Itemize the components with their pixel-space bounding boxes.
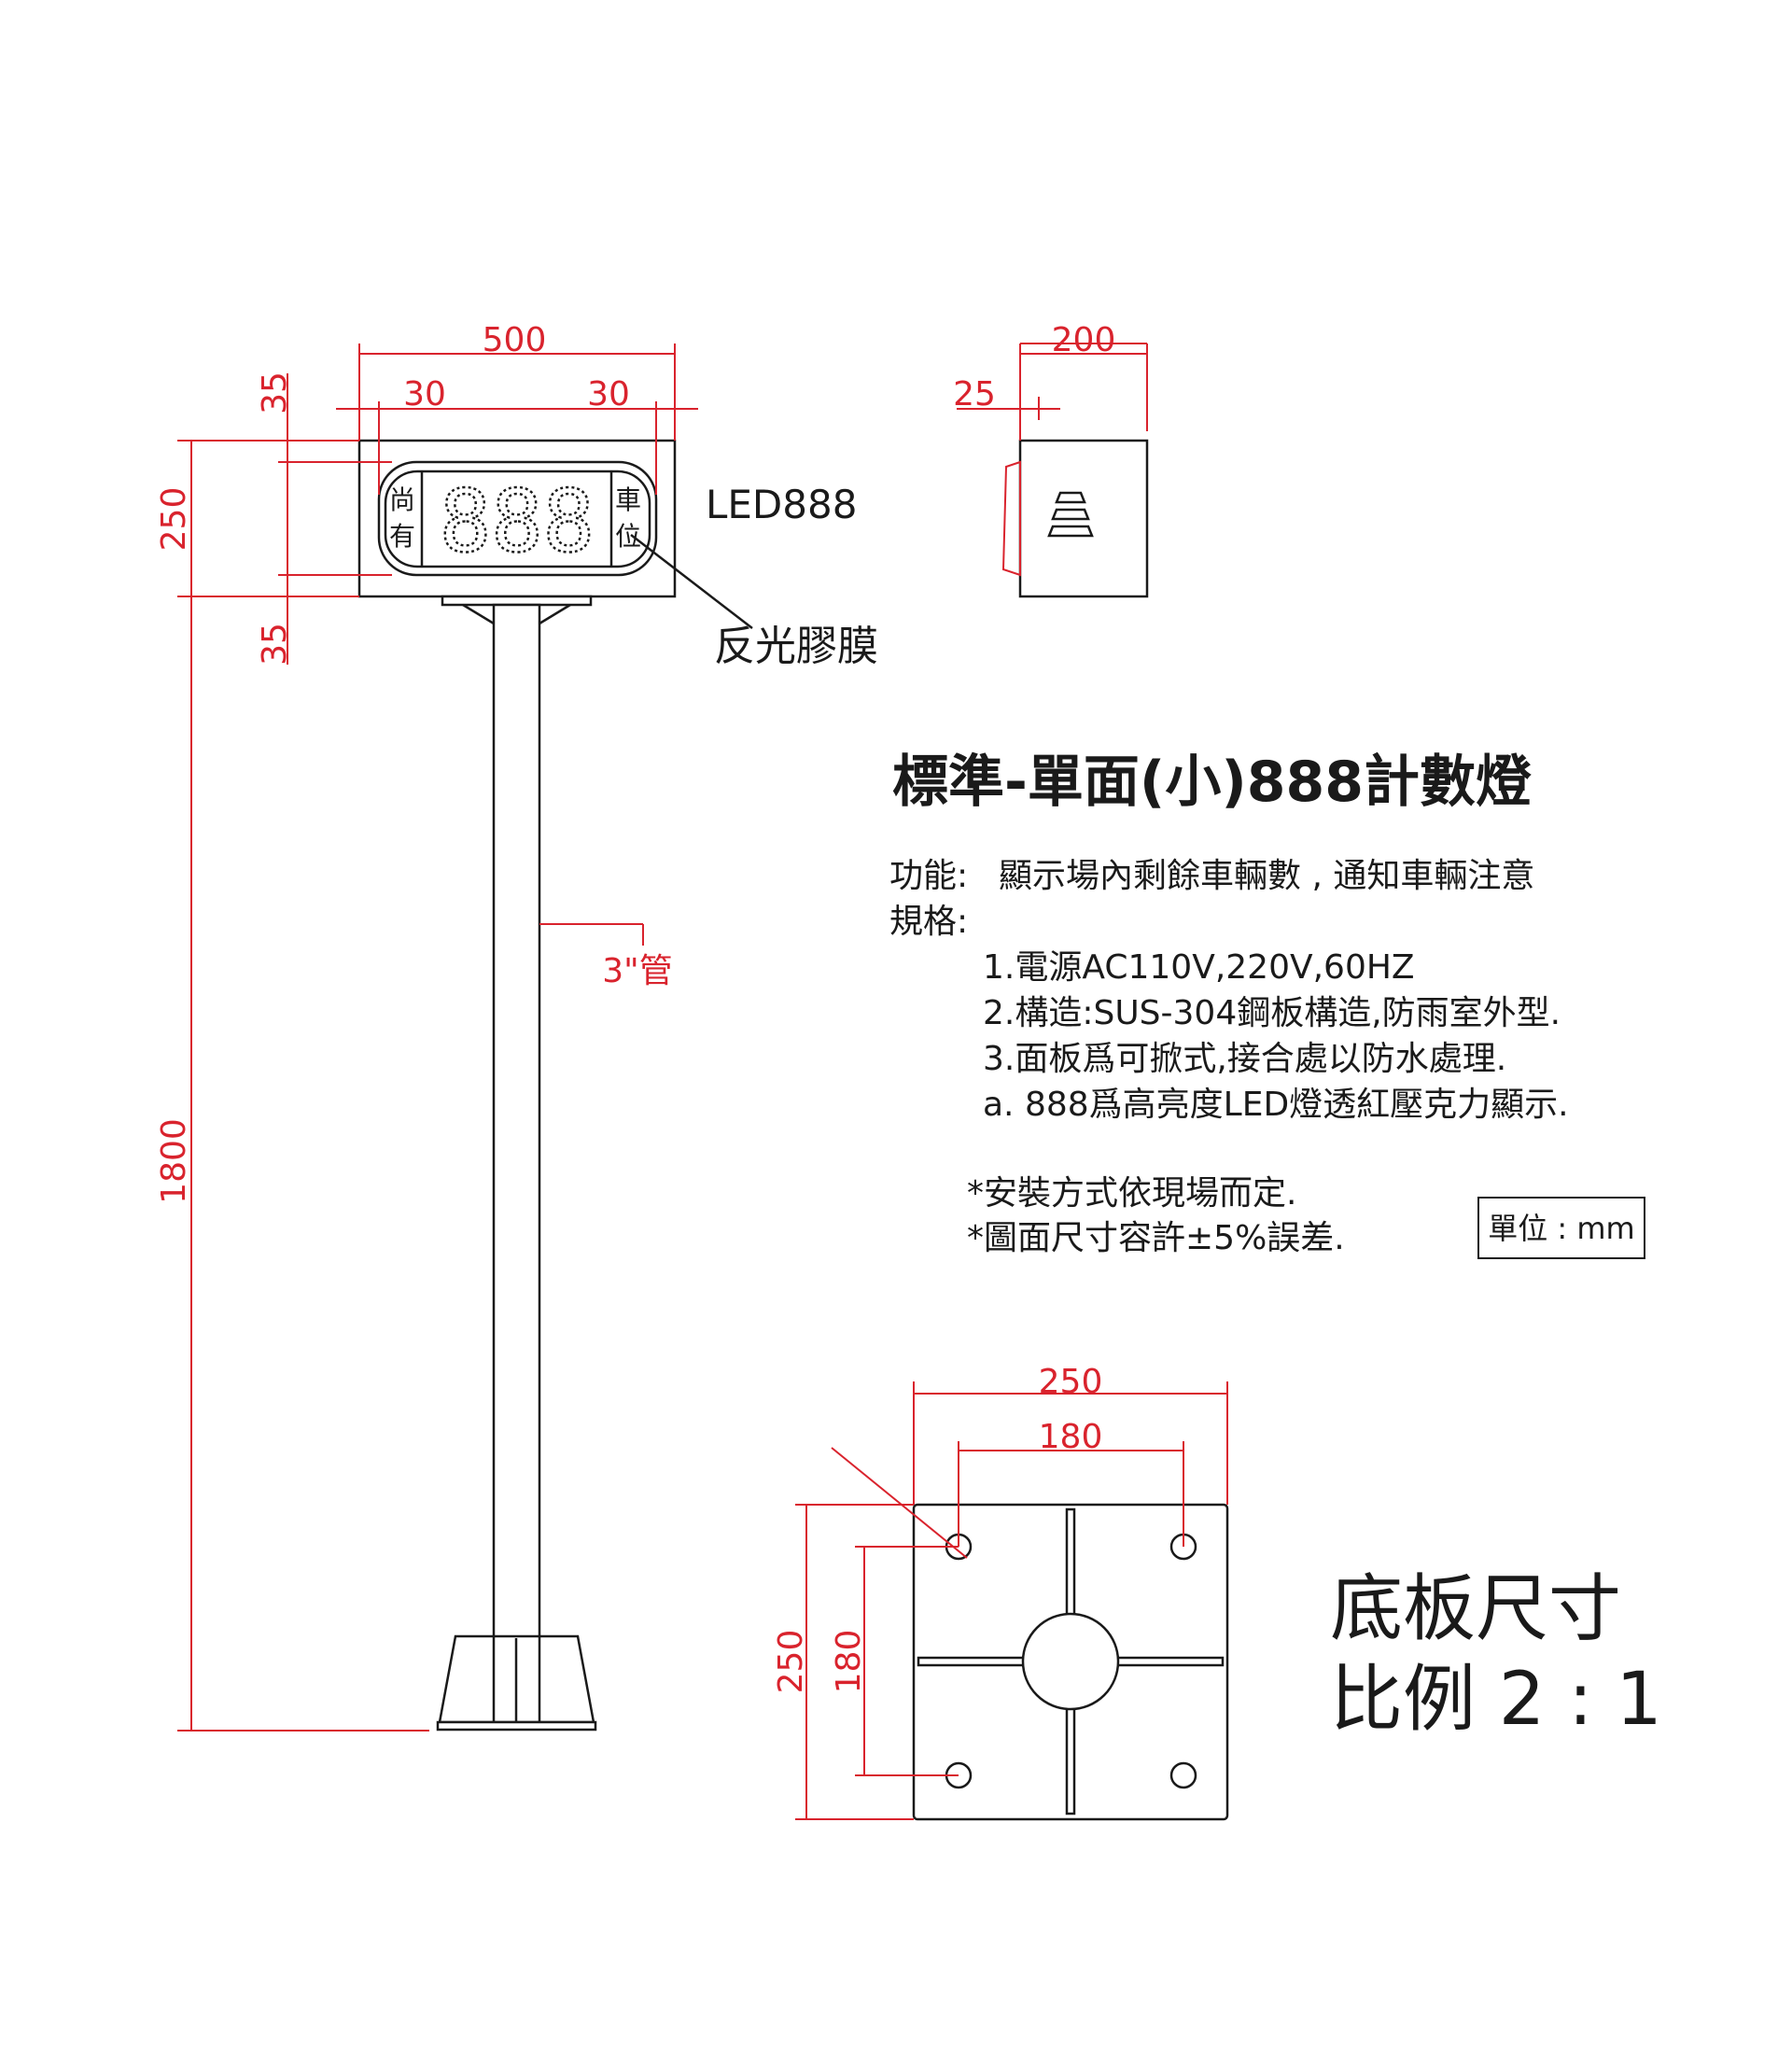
dim-side-depth: 200 [1052, 321, 1116, 359]
sign-text: 位 [615, 521, 641, 552]
note: *安裝方式依現場而定. [967, 1174, 1296, 1213]
dim-pole-height: 1800 [155, 1118, 193, 1204]
spec-label: 規格: [889, 903, 968, 941]
front-view: 尚 有 車 位 888 [357, 439, 753, 1732]
pipe-label: 3"管 [602, 952, 672, 990]
led-label: LED888 [706, 482, 857, 527]
unit-label: 單位 : mm [1488, 1211, 1634, 1246]
sign-housing [357, 439, 677, 598]
dim-front-width: 500 [483, 321, 547, 359]
pole [492, 603, 541, 1724]
dim-margin-left: 30 [403, 375, 446, 414]
unit-box [1477, 1197, 1645, 1259]
base-plate-scale: 比例 2 : 1 [1330, 1658, 1662, 1742]
function-text: 顯示場內剩餘車輛數 , 通知車輛注意 [999, 857, 1534, 895]
spec-item: 1.電源AC110V,220V,60HZ [983, 948, 1415, 987]
dim-bottom-gap: 35 [256, 623, 294, 666]
base-plate-title: 底板尺寸 [1330, 1567, 1621, 1651]
dim-top-gap: 35 [256, 372, 294, 414]
sign-text: 車 [615, 484, 641, 515]
front-dimensions [177, 344, 698, 1732]
led-digits: 888 [440, 471, 595, 571]
dim-margin-right: 30 [587, 375, 630, 414]
dim-base-height: 250 [772, 1630, 810, 1694]
dim-base-width: 250 [1039, 1363, 1103, 1401]
base-plate-edge [436, 1720, 597, 1732]
spec-item: 3.面板爲可掀式,接合處以防水處理. [983, 1040, 1506, 1078]
spec-item: 2.構造:SUS-304鋼板構造,防雨室外型. [983, 994, 1561, 1032]
note: *圖面尺寸容許±5%誤差. [967, 1219, 1345, 1257]
dim-side-front: 25 [953, 375, 996, 414]
page-title: 標準-單面(小)888計數燈 [892, 750, 1532, 815]
sign-panel-inner [384, 470, 651, 568]
sign-panel-outer [377, 460, 658, 577]
sign-text: 有 [389, 521, 415, 552]
dim-hole-spacing-x: 180 [1039, 1418, 1103, 1456]
mount-bracket [441, 595, 593, 607]
dim-hole-spacing-y: 180 [830, 1630, 868, 1694]
function-label: 功能: [889, 857, 968, 895]
side-view [957, 343, 1149, 598]
base-plate-view [795, 1381, 1229, 1821]
sign-text: 尚 [389, 484, 415, 515]
dim-height: 250 [155, 487, 193, 552]
film-label: 反光膠膜 [714, 623, 878, 670]
spec-item: a. 888爲高亮度LED燈透紅壓克力顯示. [983, 1086, 1569, 1124]
